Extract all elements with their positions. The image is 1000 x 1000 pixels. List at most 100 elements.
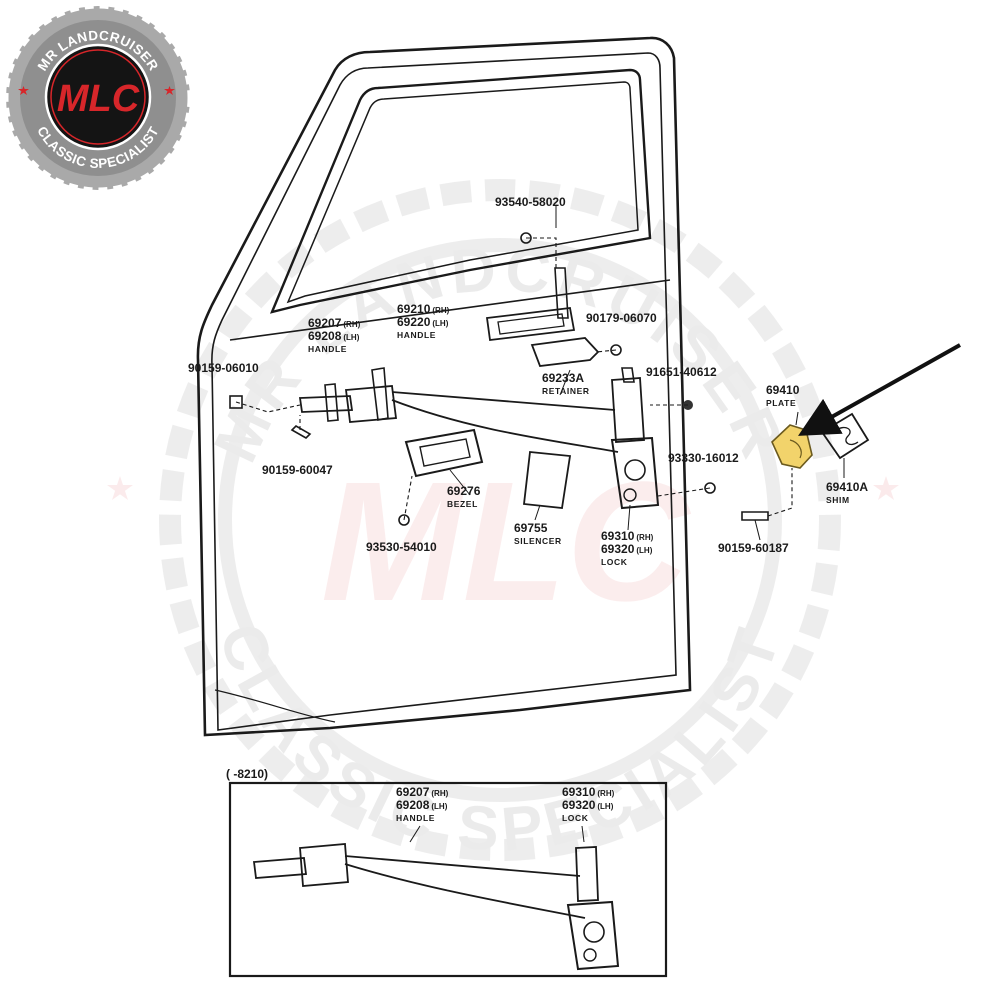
clip-90159-06010: [229, 395, 243, 409]
handle-pivot: [324, 383, 339, 422]
callout-69276: 69276 BEZEL: [447, 484, 481, 509]
nut-90179: [610, 344, 622, 356]
window-frame-outer: [269, 68, 652, 314]
lock-rod-top: [621, 367, 635, 383]
inset-lock-line2: 69320(LH): [562, 798, 614, 812]
inset-rod-lower: [344, 863, 586, 919]
label-69233a-desc: RETAINER: [542, 386, 590, 396]
bezel-opening: [419, 438, 471, 467]
lock-mechanism: [610, 367, 660, 510]
watermark-star-left: [107, 476, 133, 500]
label-69210-69220-line1: 69210(RH): [397, 302, 450, 316]
leader-69276: [449, 469, 471, 496]
rod-upper: [391, 391, 616, 411]
callout-90179: 90179-06070: [586, 311, 657, 325]
inset-handle-desc: HANDLE: [396, 813, 435, 823]
label-69207-desc: HANDLE: [308, 344, 347, 354]
label-93530-54010: 93530-54010: [366, 540, 437, 554]
logo-inner-disc: [44, 43, 152, 151]
label-69233a: 69233A: [542, 371, 584, 385]
bezel-outline: [404, 428, 484, 478]
inset-frame: [228, 781, 668, 978]
label-69310-69320-line2: 69320(LH): [601, 542, 653, 556]
door-inner-edge: [211, 52, 677, 731]
lock-latch-body: [610, 436, 660, 510]
callout-90159-60047: 90159-60047: [262, 463, 333, 477]
screw-93330: [704, 482, 716, 494]
window-frame-inner: [286, 81, 639, 304]
label-69276-desc: BEZEL: [447, 499, 478, 509]
bezel-part: [404, 428, 484, 478]
label-90159-60047: 90159-60047: [262, 463, 333, 477]
callout-93330: 93330-16012: [668, 451, 739, 465]
brand-logo: MR LANDCRUISER CLASSIC SPECIALIST MLC: [3, 3, 193, 193]
label-69207-69208-line2: 69208(LH): [308, 329, 360, 343]
label-69410a-desc: SHIM: [826, 495, 850, 505]
inset-lock-leader: [581, 825, 585, 843]
label-90159-06010: 90159-06010: [188, 361, 259, 375]
outside-handle-grip: [497, 313, 565, 335]
logo-star-left: [18, 86, 29, 95]
outside-handle: [485, 267, 576, 341]
inset-lock-rotor: [583, 921, 605, 943]
door-bottom-curve: [214, 689, 336, 723]
leader-90159-60187: [754, 519, 761, 541]
lock-latch-rotor: [624, 459, 646, 481]
callout-69310: 69310(RH) 69320(LH) LOCK: [601, 529, 654, 567]
screw-90159-60047: [290, 425, 312, 439]
dash-93540: [526, 237, 557, 268]
silencer-pad: [523, 451, 572, 509]
logo-star-right: [164, 86, 175, 95]
handle-bracket: [371, 367, 389, 421]
belt-line: [229, 279, 671, 341]
watermark-star-right: [873, 476, 899, 500]
inset-lock-desc: LOCK: [562, 813, 589, 823]
inset-lock-latch: [566, 900, 620, 971]
callout-93540: 93540-58020: [495, 195, 566, 209]
label-69210-69220-line2: 69220(LH): [397, 315, 449, 329]
inset-rod-upper: [344, 855, 581, 877]
label-93540-58020: 93540-58020: [495, 195, 566, 209]
callout-69233a: 69233A RETAINER: [542, 371, 590, 396]
label-69410a: 69410A: [826, 480, 868, 494]
label-91651-40612: 91651-40612: [646, 365, 717, 379]
watermark-gear: [159, 179, 841, 861]
label-69755: 69755: [514, 521, 548, 535]
leader-69233: [559, 369, 571, 396]
door-shell: [196, 36, 692, 737]
label-69755-desc: SILENCER: [514, 536, 562, 546]
inset-lock-assembly: [566, 846, 620, 971]
inset-handle-assembly: [252, 843, 586, 919]
logo-inner-ring: [50, 49, 146, 145]
label-93330-16012: 93330-16012: [668, 451, 739, 465]
inset-lock-pin: [583, 948, 597, 962]
callout-69410a: 69410A SHIM: [826, 480, 868, 505]
lock-latch-pin: [623, 488, 637, 502]
striker-plate-loop: [789, 439, 802, 459]
callout-91651: 91651-40612: [646, 365, 717, 379]
inset-handle-line1: 69207(RH): [396, 785, 449, 799]
screw-93540: [520, 232, 532, 244]
callout-69755: 69755 SILENCER: [514, 521, 562, 546]
handle-base: [344, 385, 398, 423]
callout-93530: 93530-54010: [366, 540, 437, 554]
outside-handle-rod: [554, 267, 569, 319]
label-69310-desc: LOCK: [601, 557, 628, 567]
label-69310-69320-line1: 69310(RH): [601, 529, 654, 543]
dash-93330: [657, 487, 711, 497]
callout-90159-06010: 90159-06010: [188, 361, 259, 375]
handle-lever: [298, 395, 354, 413]
door-outer-edge: [196, 36, 692, 737]
label-69410-desc: PLATE: [766, 398, 796, 408]
label-69207-69208-line1: 69207(RH): [308, 316, 361, 330]
screw-93530: [398, 514, 410, 526]
inner-handle-assembly: [298, 367, 619, 453]
leader-69310: [627, 504, 631, 531]
callout-69207: 69207(RH) 69208(LH) HANDLE: [308, 316, 361, 354]
leader-69410: [795, 411, 799, 426]
callout-69210: 69210(RH) 69220(LH) HANDLE: [397, 302, 450, 340]
outside-handle-body: [485, 307, 576, 341]
retainer-clip: [530, 337, 600, 367]
rod-lower: [391, 399, 619, 453]
